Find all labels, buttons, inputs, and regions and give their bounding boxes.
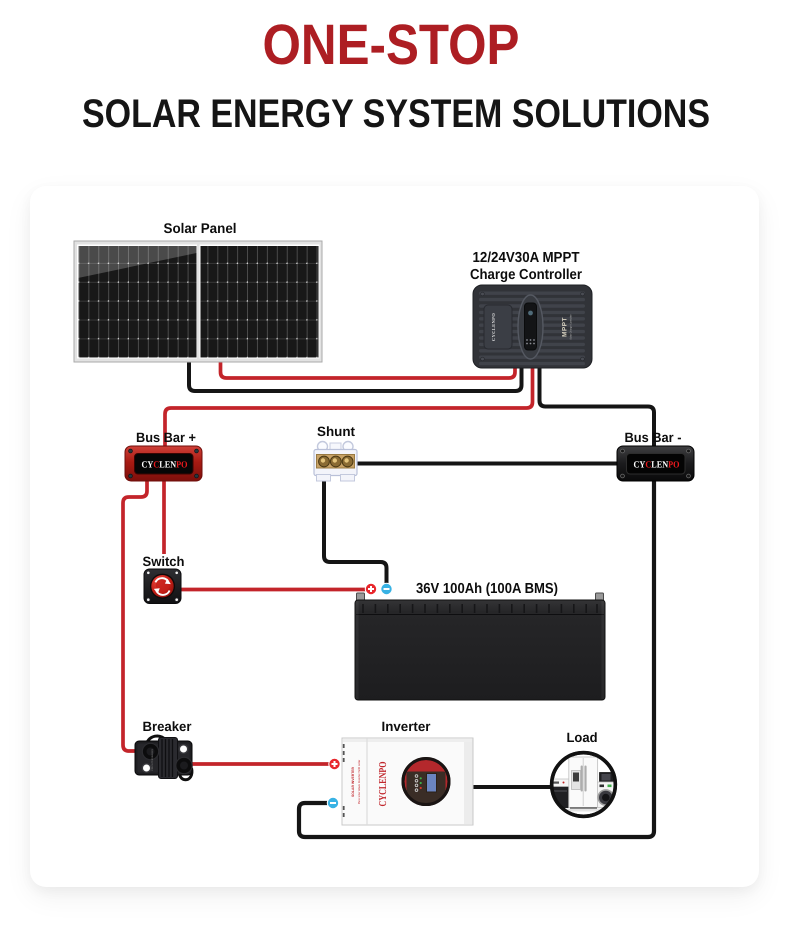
svg-text:Shunt: Shunt	[317, 424, 355, 439]
svg-text:Inverter: Inverter	[382, 719, 432, 734]
svg-text:12/24V30A MPPT: 12/24V30A MPPT	[473, 250, 580, 266]
svg-text:SOLAR INVERTER: SOLAR INVERTER	[351, 766, 355, 797]
svg-text:CYCLENPO: CYCLENPO	[634, 461, 680, 471]
svg-text:ONE-STOP: ONE-STOP	[263, 13, 520, 77]
svg-text:Pure sine Wave Inverter With s: Pure sine Wave Inverter With solar	[357, 760, 361, 805]
svg-text:CYCLENPO: CYCLENPO	[378, 762, 389, 807]
svg-text:CIRCUIT BREAKER: CIRCUIT BREAKER	[151, 749, 154, 771]
svg-text:MPPT: MPPT	[562, 317, 569, 337]
svg-text:Bus Bar +: Bus Bar +	[136, 430, 196, 445]
svg-text:36V 100Ah (100A BMS): 36V 100Ah (100A BMS)	[416, 581, 558, 597]
svg-text:Solar Panel: Solar Panel	[164, 220, 237, 236]
svg-text:Load: Load	[567, 730, 598, 745]
svg-text:CYCLENPO: CYCLENPO	[491, 313, 496, 341]
svg-text:Breaker: Breaker	[143, 719, 193, 734]
svg-text:CYCLENPO: CYCLENPO	[142, 461, 188, 471]
svg-text:Charge Controller: Charge Controller	[470, 267, 582, 283]
svg-text:Solar Charge Controller: Solar Charge Controller	[570, 314, 573, 339]
svg-text:SOLAR ENERGY SYSTEM SOLUTIONS: SOLAR ENERGY SYSTEM SOLUTIONS	[82, 92, 710, 136]
svg-text:Switch: Switch	[143, 554, 185, 569]
svg-text:Bus Bar -: Bus Bar -	[625, 430, 682, 445]
